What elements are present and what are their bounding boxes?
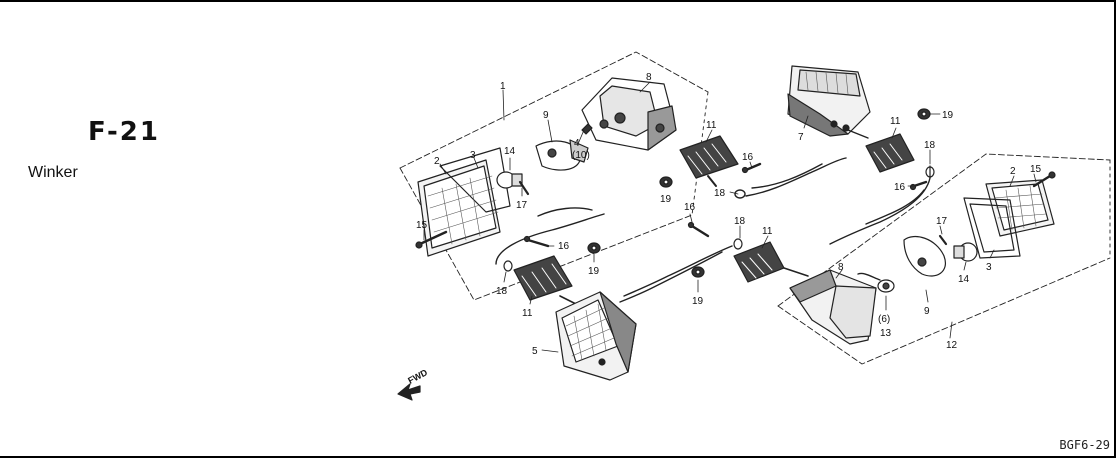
fwd-label: FWD [406, 367, 429, 386]
callout-18-center: 18 [734, 216, 746, 227]
callout-8-rear-left: 8 [838, 262, 844, 273]
wire-harness-front-left [734, 157, 847, 199]
rubber-mount-11-front-right [513, 255, 577, 305]
lens-assembly-rear-left [963, 179, 1055, 259]
bolt-16-front-left [741, 162, 762, 174]
screw-17-rear-left [938, 234, 948, 246]
callout-12: 12 [946, 340, 958, 351]
section-title: Winker [28, 164, 78, 181]
bolt-16-front-right [523, 235, 550, 248]
drawing-code: BGF6-29 [1059, 438, 1110, 452]
callout-labels: 1 2 3 14 9 8 4 (10) 17 15 11 16 18 19 7 … [406, 72, 1041, 386]
frame-top-border [0, 0, 1116, 2]
frame-right-border [1114, 0, 1116, 458]
callout-19-rear-right: 19 [942, 110, 954, 121]
callout-6: (6) [878, 314, 890, 325]
callout-16-center: 16 [684, 202, 696, 213]
callout-13: 13 [880, 328, 892, 339]
callout-11-front-right: 11 [522, 308, 533, 319]
screw-17-front-left [518, 180, 530, 196]
rubber-mount-11-rear-right [865, 133, 915, 173]
callout-11-front-left: 11 [706, 120, 717, 131]
callout-11-center: 11 [762, 226, 773, 237]
bolt-16-center [687, 221, 710, 238]
socket-plate-9-front-left [535, 139, 589, 171]
callout-3-rear-left: 3 [986, 262, 992, 273]
callout-18-front-left: 18 [714, 188, 726, 199]
wire-harness-center [619, 245, 733, 303]
callout-14-rear-left: 14 [958, 274, 970, 285]
grommet-19-front-right [587, 242, 601, 254]
callout-18-front-right: 18 [496, 286, 508, 297]
leader-lines [423, 81, 1037, 353]
callout-2-rear-left: 2 [1010, 166, 1016, 177]
callout-9-rear-left: 9 [924, 306, 930, 317]
winker-case-8-rear-left [789, 269, 877, 345]
callout-14-front-left: 14 [504, 146, 516, 157]
grommet-19-rear-right [917, 108, 931, 120]
callout-16-front-right: 16 [558, 241, 570, 252]
callout-15-rear-left: 15 [1030, 164, 1042, 175]
callout-16-rear-right: 16 [894, 182, 906, 193]
screw-15-front-left [415, 230, 448, 249]
section-code: F-21 [88, 117, 160, 147]
grommet-19-front-left [659, 176, 673, 188]
callout-9-front-left: 9 [543, 110, 549, 121]
nut-18-front-right [503, 260, 513, 272]
callout-17-rear-left: 17 [936, 216, 948, 227]
callout-16-front-left: 16 [742, 152, 754, 163]
socket-13-rear-left [857, 272, 895, 293]
callout-19-center: 19 [692, 296, 704, 307]
callout-19-front-right: 19 [588, 266, 600, 277]
wire-harness-front-right [495, 207, 605, 265]
grommet-19-center [691, 266, 705, 278]
winker-assembly-5-front-right [555, 291, 637, 381]
callout-8-front-left: 8 [646, 72, 652, 83]
nut-18-rear-right [925, 165, 935, 179]
rubber-mount-11-center [733, 241, 809, 283]
callout-19-front-left: 19 [660, 194, 672, 205]
wire-harness-rear-right-b [829, 177, 931, 245]
callout-18-rear-right: 18 [924, 140, 936, 151]
wire-harness-rear-right-a [847, 129, 869, 139]
bulb-front-left [496, 171, 523, 189]
lens-assembly-front-left [417, 147, 511, 257]
callout-15-front-left: 15 [416, 220, 428, 231]
rubber-mount-11-front-left [679, 135, 739, 187]
callout-7: 7 [798, 132, 804, 143]
callout-2-front-left: 2 [434, 156, 440, 167]
callout-4: 4 [574, 138, 580, 149]
frame-bottom-border [0, 456, 1116, 458]
winker-assembly-7-rear-right [787, 65, 871, 137]
winker-case-8-front-left [581, 77, 677, 151]
bulb-rear-left [953, 242, 978, 262]
callout-1: 1 [500, 81, 506, 92]
callout-5: 5 [532, 346, 538, 357]
fwd-arrow-icon [397, 383, 421, 401]
callout-17-front-left: 17 [516, 200, 528, 211]
socket-plate-9-rear-left [903, 235, 946, 277]
callout-11-rear-right: 11 [890, 116, 901, 127]
callout-3-front-left: 3 [470, 150, 476, 161]
group-box-12 [777, 153, 1111, 365]
nut-18-center [733, 238, 743, 250]
callout-10: (10) [572, 150, 590, 161]
screw-15-rear-left [1032, 171, 1056, 188]
